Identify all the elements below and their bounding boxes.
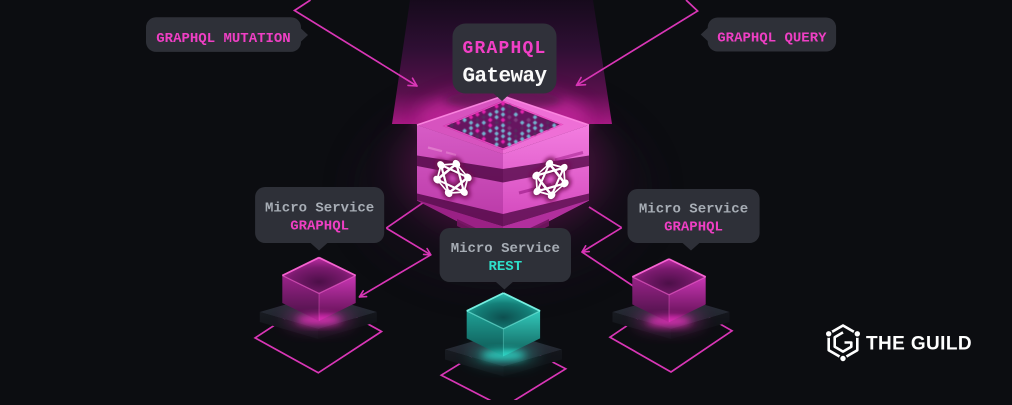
- svg-text:Micro Service: Micro Service: [639, 202, 748, 218]
- svg-text:GRAPHQL: GRAPHQL: [290, 219, 349, 235]
- svg-text:Gateway: Gateway: [463, 66, 548, 89]
- svg-text:GRAPHQL: GRAPHQL: [463, 39, 547, 59]
- svg-text:GRAPHQL: GRAPHQL: [664, 220, 723, 236]
- svg-text:GRAPHQL QUERY: GRAPHQL QUERY: [717, 31, 827, 47]
- svg-text:REST: REST: [488, 259, 522, 275]
- svg-text:GRAPHQL MUTATION: GRAPHQL MUTATION: [156, 31, 290, 47]
- svg-text:Micro Service: Micro Service: [451, 241, 560, 257]
- svg-text:Micro Service: Micro Service: [265, 201, 374, 217]
- svg-text:THE GUILD: THE GUILD: [866, 334, 972, 355]
